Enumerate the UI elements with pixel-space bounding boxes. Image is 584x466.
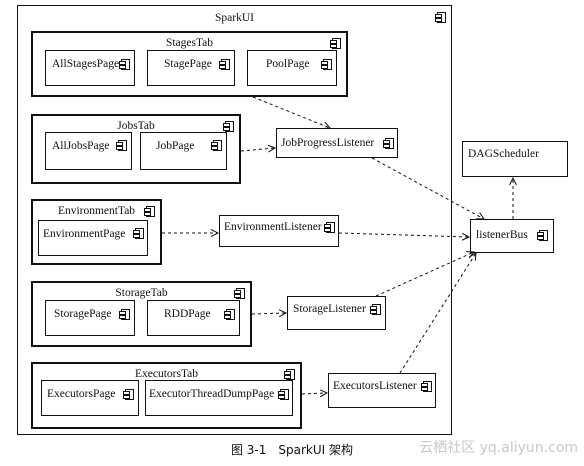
dag-scheduler-box: DAGScheduler xyxy=(462,141,568,177)
executors-page-label: ExecutorsPage xyxy=(47,388,116,400)
all-jobs-page-box: AllJobsPage xyxy=(45,132,132,170)
component-icon xyxy=(234,288,245,299)
storage-page-box: StoragePage xyxy=(45,300,135,336)
component-icon xyxy=(421,381,432,392)
component-icon xyxy=(133,228,144,239)
environment-page-box: EnvironmentPage xyxy=(38,220,148,256)
environment-listener-label: EnvironmentListener xyxy=(224,221,322,233)
component-icon xyxy=(211,140,222,151)
rdd-page-box: RDDPage xyxy=(147,300,240,336)
figure-number: 图 3-1 xyxy=(230,443,267,457)
component-icon xyxy=(224,309,235,320)
storage-listener-box: StorageListener xyxy=(287,296,386,330)
job-progress-listener-label: JobProgressListener xyxy=(281,137,375,149)
component-icon xyxy=(324,222,335,233)
stages-tab-label: StagesTab xyxy=(165,37,214,49)
component-icon xyxy=(119,309,130,320)
component-icon xyxy=(435,12,446,23)
executors-page-box: ExecutorsPage xyxy=(41,380,139,416)
storage-tab-label: StorageTab xyxy=(115,287,168,299)
component-icon xyxy=(119,59,130,70)
storage-page-label: StoragePage xyxy=(54,308,112,320)
component-icon xyxy=(278,389,289,400)
job-page-label: JobPage xyxy=(156,140,195,152)
job-page-box: JobPage xyxy=(140,132,227,170)
environment-listener-box: EnvironmentListener xyxy=(219,215,339,247)
component-icon xyxy=(223,121,234,132)
component-icon xyxy=(330,38,341,49)
component-icon xyxy=(123,389,134,400)
rdd-page-label: RDDPage xyxy=(164,308,211,320)
component-icon xyxy=(321,59,332,70)
figure-title: SparkUI 架构 xyxy=(278,443,354,457)
all-jobs-page-label: AllJobsPage xyxy=(52,140,110,152)
job-progress-listener-box: JobProgressListener xyxy=(276,128,398,158)
storage-listener-label: StorageListener xyxy=(293,303,366,315)
executor-thread-dump-page-box: ExecutorThreadDumpPage xyxy=(145,380,293,416)
executors-listener-label: ExecutorsListener xyxy=(333,380,417,392)
component-icon xyxy=(284,369,295,380)
stage-page-label: StagePage xyxy=(164,58,212,70)
listener-bus-label: listenerBus xyxy=(476,229,528,241)
jobs-tab-label: JobsTab xyxy=(117,120,155,132)
sparkui-label: SparkUI xyxy=(215,12,254,24)
executors-listener-box: ExecutorsListener xyxy=(328,373,436,408)
environment-tab-label: EnvironmentTab xyxy=(57,205,136,217)
component-icon xyxy=(219,59,230,70)
figure-caption: 图 3-1 SparkUI 架构 xyxy=(0,443,584,458)
component-icon xyxy=(383,138,394,149)
pool-page-box: PoolPage xyxy=(247,50,337,86)
component-icon xyxy=(144,206,155,217)
environment-page-label: EnvironmentPage xyxy=(43,228,126,240)
pool-page-label: PoolPage xyxy=(266,58,310,70)
executors-tab-label: ExecutorsTab xyxy=(134,368,199,380)
component-icon xyxy=(116,140,127,151)
component-icon xyxy=(370,304,381,315)
all-stages-page-box: AllStagesPage xyxy=(45,50,135,86)
executor-thread-dump-page-label: ExecutorThreadDumpPage xyxy=(149,388,275,400)
watermark: 云栖社区 yq.aliyun.com xyxy=(419,440,578,456)
component-icon xyxy=(537,230,548,241)
all-stages-page-label: AllStagesPage xyxy=(52,58,120,70)
listener-bus-box: listenerBus xyxy=(470,219,554,253)
stage-page-box: StagePage xyxy=(147,50,235,86)
dag-scheduler-label: DAGScheduler xyxy=(468,148,539,160)
